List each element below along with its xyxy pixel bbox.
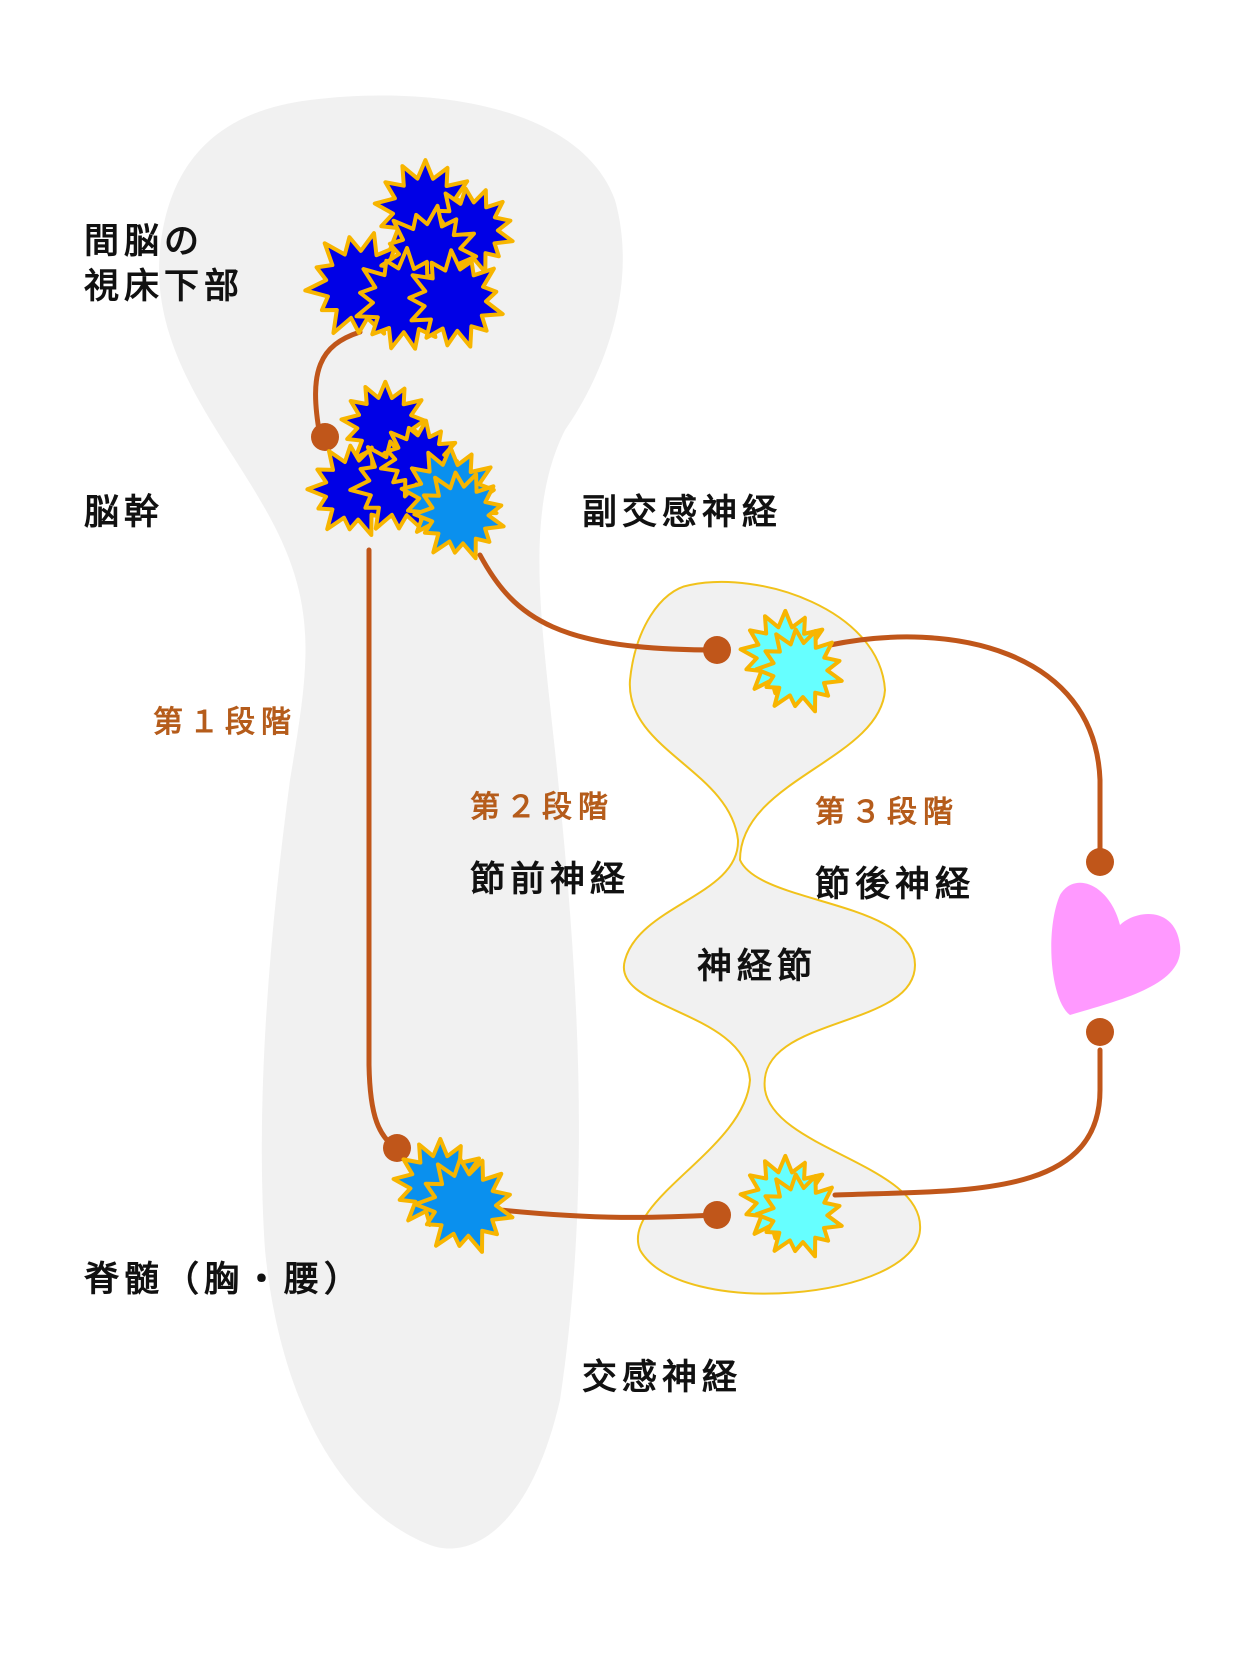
- spinal-cord-neurons: [391, 1137, 515, 1254]
- neuron-burst-icon: [754, 627, 844, 714]
- hypothalamus-neurons: [303, 158, 515, 351]
- label-brainstem: 脳幹: [84, 493, 165, 533]
- heart-icon: [1051, 882, 1181, 1015]
- synapse-dot-spinal-cord: [383, 1134, 411, 1162]
- synapses: [311, 423, 1114, 1229]
- synapse-dot-heart-bottom: [1086, 1018, 1114, 1046]
- ganglion-region: [622, 580, 922, 1295]
- neuron-burst-icon: [412, 470, 506, 561]
- synapse-dot-brainstem: [311, 423, 339, 451]
- fiber-hypothalamus-to-brainstem: [313, 329, 363, 439]
- cns-region: [159, 95, 623, 1549]
- synapse-dot-sympathetic-ganglion: [703, 1201, 731, 1229]
- sympathetic-ganglion-neurons: [738, 1153, 844, 1259]
- label-stage2: 第２段階: [470, 790, 614, 825]
- neuron-burst-icon: [754, 1172, 844, 1259]
- label-spinal-cord: 脊髄（胸・腰）: [84, 1260, 365, 1300]
- label-preganglionic: 節前神経: [470, 860, 631, 900]
- parasympathetic-preganglionic-neurons: [399, 445, 506, 561]
- fiber-sympathetic-postganglionic: [832, 1047, 1103, 1198]
- label-hypothalamus-line1: 間脳の: [84, 222, 205, 262]
- fiber-parasympathetic-postganglionic: [827, 634, 1103, 865]
- label-postganglionic: 節後神経: [815, 865, 976, 905]
- label-sympathetic: 交感神経: [582, 1358, 743, 1398]
- label-hypothalamus-line2: 視床下部: [84, 267, 245, 307]
- label-stage1: 第１段階: [153, 705, 297, 740]
- label-parasympathetic: 副交感神経: [582, 493, 783, 533]
- synapse-dot-parasympathetic-ganglion: [703, 636, 731, 664]
- neuron-burst-icon: [413, 1156, 515, 1254]
- label-stage3: 第３段階: [815, 795, 959, 830]
- fiber-parasympathetic-preganglionic: [477, 552, 720, 653]
- fiber-sympathetic-preganglionic: [497, 1207, 720, 1220]
- neuron-burst-icon: [407, 248, 505, 349]
- synapse-dot-heart-top: [1086, 848, 1114, 876]
- label-ganglion: 神経節: [697, 947, 818, 987]
- parasympathetic-ganglion-neurons: [738, 608, 844, 714]
